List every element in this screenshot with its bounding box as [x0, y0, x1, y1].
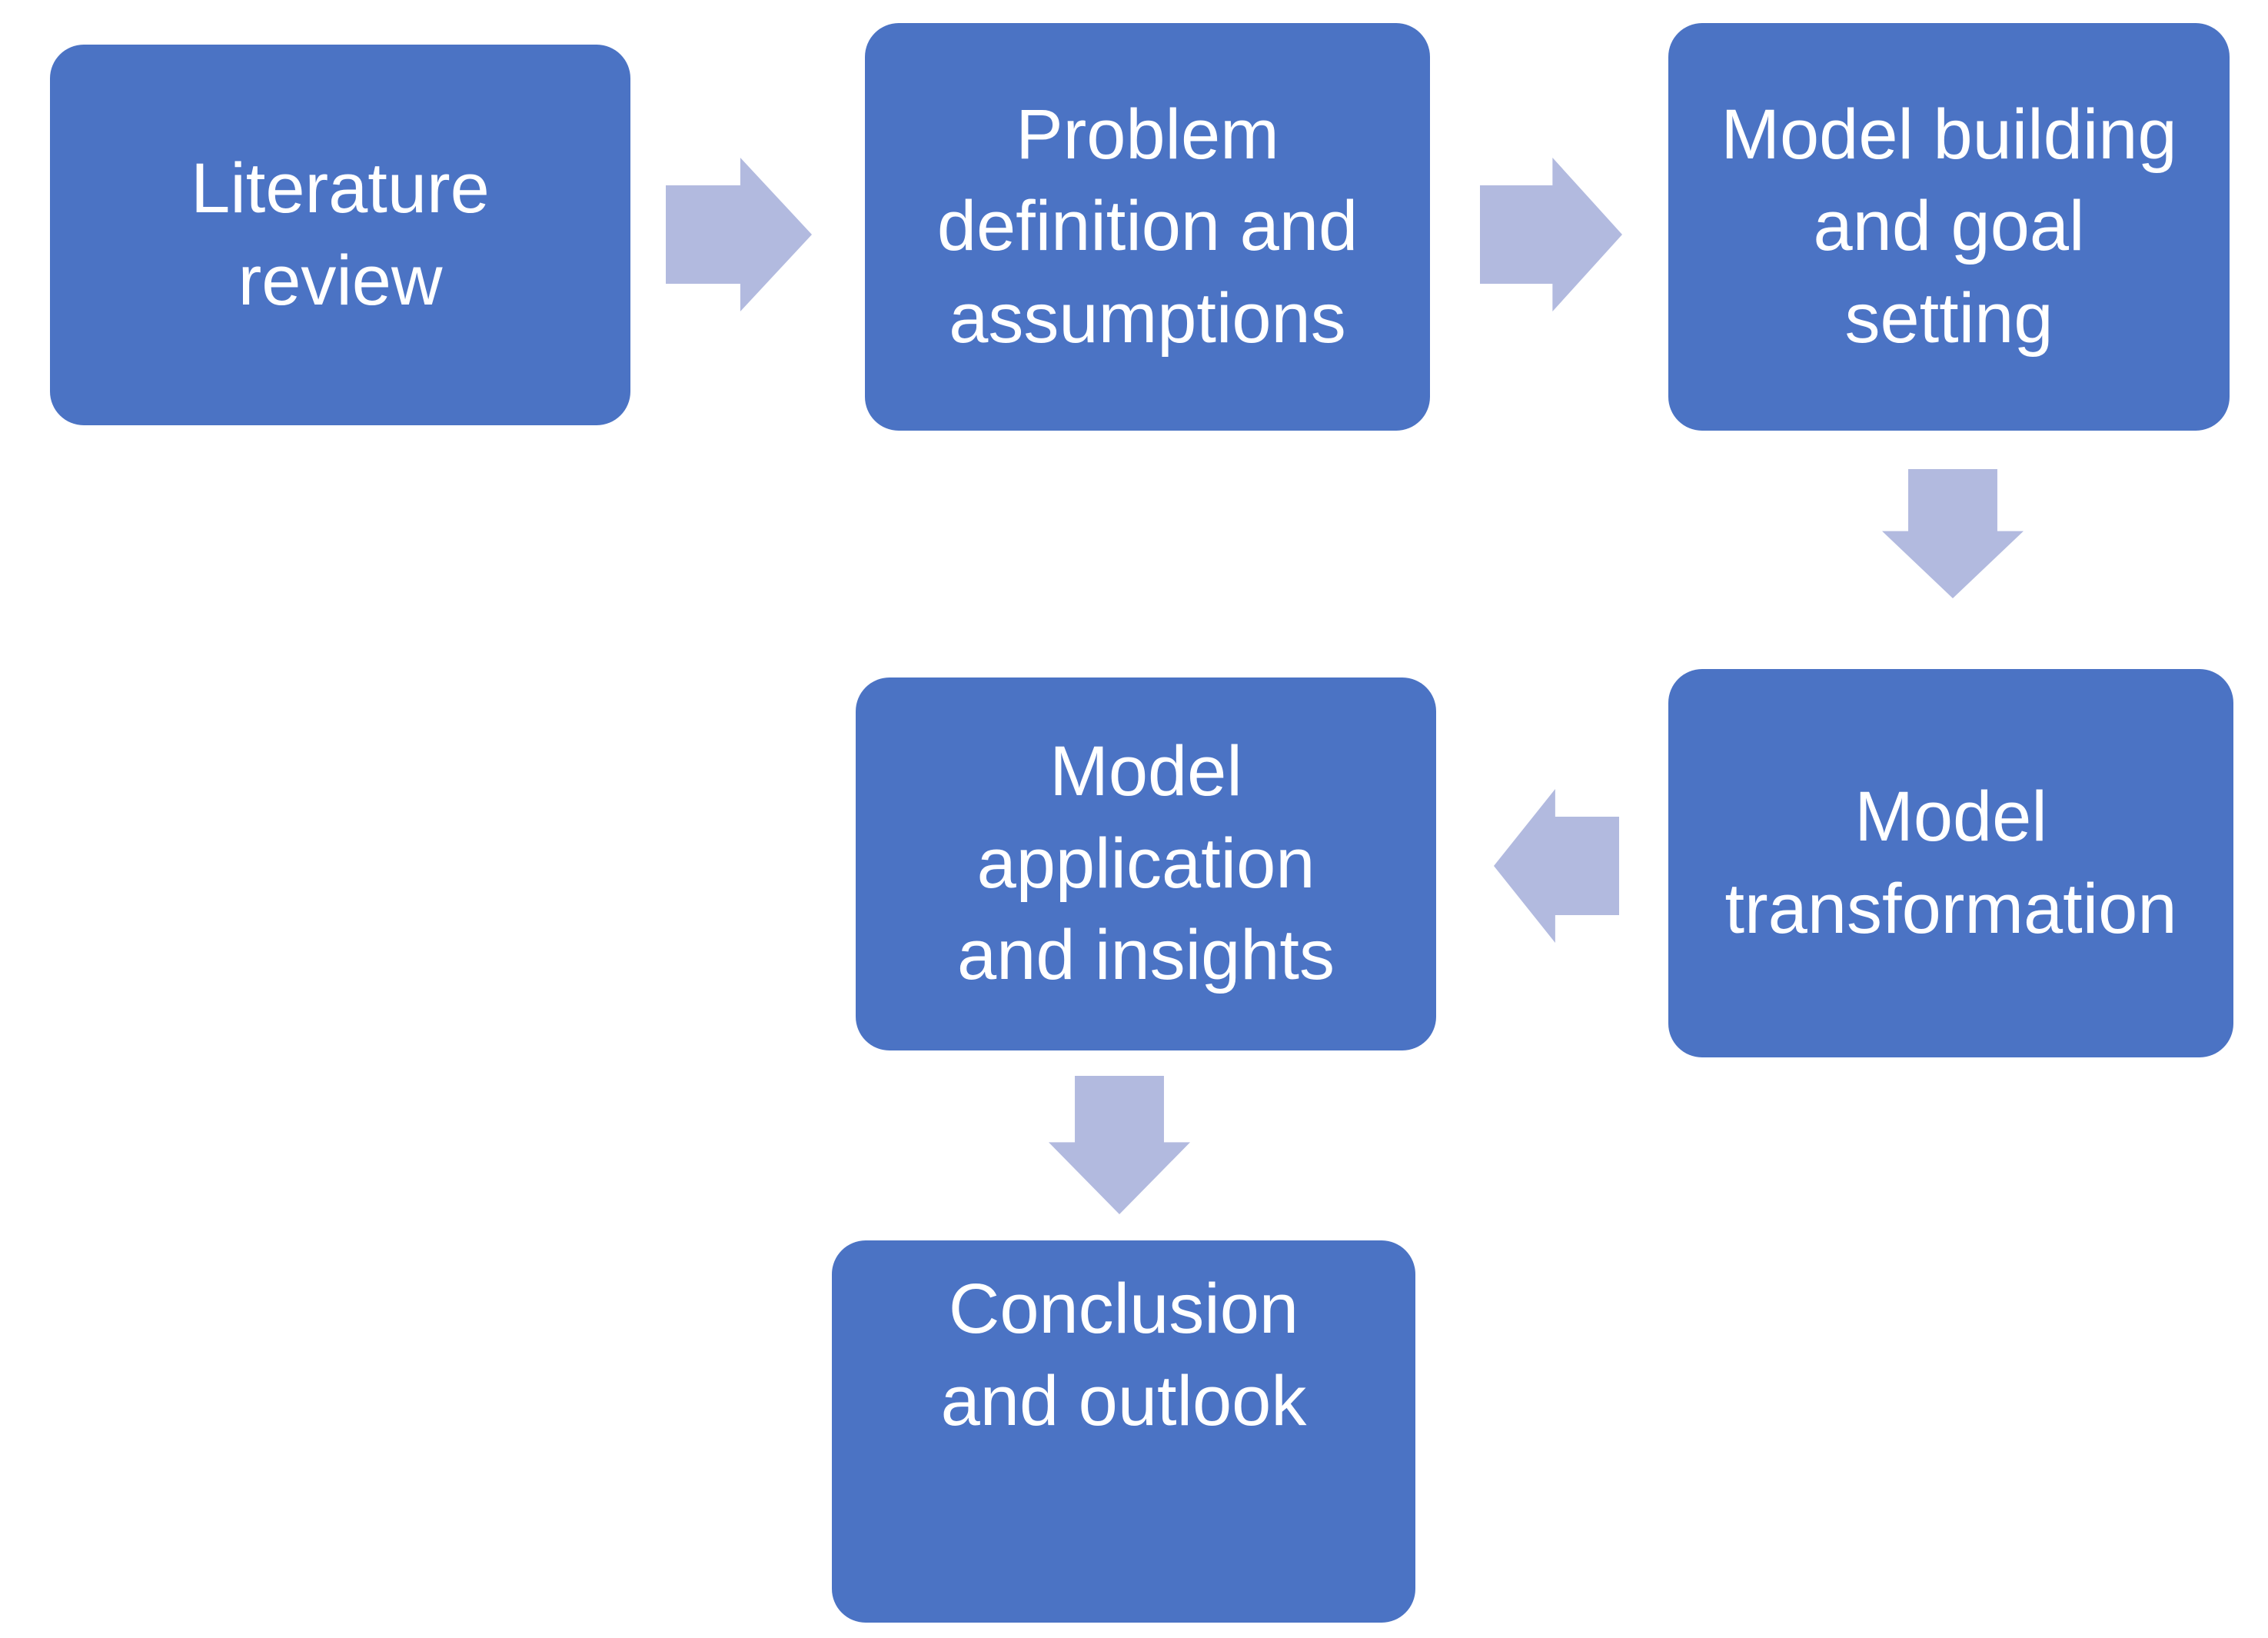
node-literature-review: Literature review: [50, 45, 630, 425]
right-arrow-icon: [1480, 158, 1622, 311]
down-arrow-icon: [1049, 1076, 1190, 1214]
node-conclusion-and-outlook: Conclusion and outlook: [832, 1240, 1415, 1623]
node-problem-definition: Problem definition and assumptions: [865, 23, 1430, 431]
down-arrow-icon: [1882, 469, 2024, 598]
node-model-transformation: Model transformation: [1668, 669, 2233, 1057]
left-arrow-icon: [1494, 789, 1619, 943]
node-model-application: Model application and insights: [856, 678, 1436, 1050]
node-model-building: Model building and goal setting: [1668, 23, 2230, 431]
right-arrow-icon: [666, 158, 812, 311]
